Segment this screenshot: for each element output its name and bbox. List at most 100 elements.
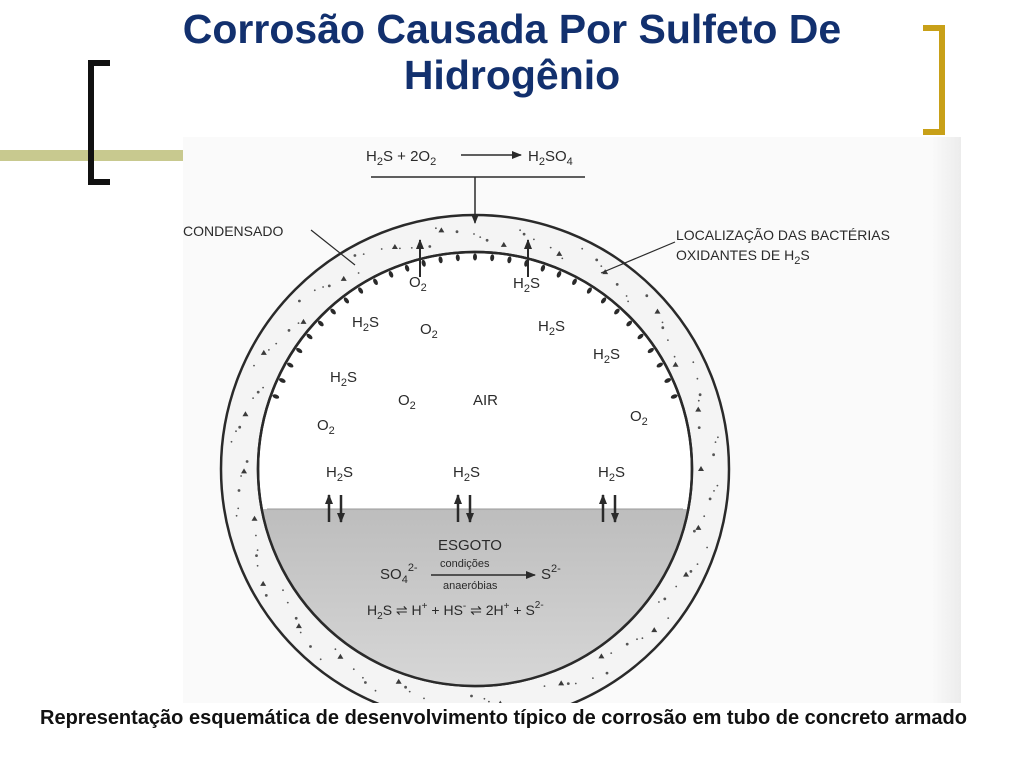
bacterium bbox=[421, 259, 426, 267]
gas-label-o2: O2 bbox=[398, 392, 416, 412]
slide-title-line2: Hidrogênio bbox=[403, 52, 621, 98]
aggregate-speck bbox=[404, 685, 407, 689]
aggregate-speck bbox=[230, 440, 233, 443]
gas-label-h2s: H2S bbox=[538, 318, 565, 338]
label-air: AIR bbox=[473, 392, 498, 409]
gas-label-o2: O2 bbox=[630, 408, 648, 428]
condensado-leader bbox=[310, 229, 356, 266]
aggregate-speck bbox=[353, 254, 357, 257]
aggregate-stone bbox=[698, 466, 704, 471]
bacterium bbox=[473, 253, 477, 261]
aggregate-speck bbox=[696, 377, 699, 380]
aggregate-speck bbox=[697, 426, 701, 429]
slide-caption: Representação esquemática de desenvolvim… bbox=[40, 707, 967, 729]
slide-title: Corrosão Causada Por Sulfeto De Hidrogên… bbox=[0, 6, 1024, 98]
aggregate-stone bbox=[241, 468, 248, 474]
aggregate-stone bbox=[260, 580, 267, 586]
aggregate-speck bbox=[592, 677, 594, 679]
aggregate-speck bbox=[716, 484, 719, 487]
aggregate-speck bbox=[275, 342, 278, 345]
aggregate-speck bbox=[519, 229, 521, 232]
aggregate-speck bbox=[256, 549, 259, 551]
aggregate-speck bbox=[658, 601, 660, 603]
sewer-pipe-diagram: H2S + 2O2 H2SO4 CONDENSADO LOCALIZAÇÃO D… bbox=[183, 148, 890, 703]
aggregate-speck bbox=[696, 563, 699, 565]
bacterium bbox=[373, 278, 378, 286]
aggregate-speck bbox=[581, 247, 584, 250]
aggregate-stone bbox=[337, 653, 344, 659]
aggregate-speck bbox=[600, 265, 603, 267]
aggregate-speck bbox=[408, 690, 411, 693]
bacterium bbox=[279, 378, 286, 383]
bacterium bbox=[626, 320, 633, 327]
aggregate-speck bbox=[294, 616, 298, 620]
aggregate-speck bbox=[574, 682, 577, 685]
aggregate-speck bbox=[380, 248, 383, 250]
aggregate-stone bbox=[598, 653, 605, 659]
label-condensado: CONDENSADO bbox=[183, 223, 283, 239]
aggregate-speck bbox=[322, 286, 324, 288]
aggregate-stone bbox=[672, 361, 679, 367]
bacterium bbox=[455, 254, 460, 262]
aggregate-speck bbox=[255, 534, 257, 537]
bacterium bbox=[600, 297, 607, 304]
aggregate-speck bbox=[697, 399, 700, 402]
aggregate-speck bbox=[235, 430, 237, 433]
aggregate-stone bbox=[295, 623, 302, 629]
aggregate-speck bbox=[245, 460, 249, 463]
bacterium bbox=[670, 394, 678, 399]
aggregate-speck bbox=[479, 236, 482, 238]
aggregate-speck bbox=[667, 339, 669, 341]
bacterium bbox=[306, 333, 313, 340]
aggregate-speck bbox=[667, 617, 670, 619]
aggregate-speck bbox=[334, 648, 337, 651]
aggregate-stone bbox=[340, 275, 347, 281]
bacterium bbox=[647, 347, 654, 354]
aggregate-speck bbox=[287, 329, 291, 332]
aggregate-speck bbox=[675, 585, 678, 588]
aggregate-speck bbox=[703, 515, 706, 518]
aggregate-stone bbox=[556, 250, 563, 256]
reaction-condition-line2: anaeróbias bbox=[443, 580, 498, 592]
aggregate-speck bbox=[641, 637, 644, 640]
aggregate-speck bbox=[610, 652, 613, 654]
aggregate-speck bbox=[698, 393, 702, 397]
bacterium bbox=[286, 362, 294, 368]
aggregate-speck bbox=[717, 436, 719, 439]
aggregate-speck bbox=[661, 321, 664, 324]
aggregate-speck bbox=[661, 326, 665, 330]
aggregate-stone bbox=[683, 571, 690, 577]
equilibrium-reaction: H2S ⇌ H+ + HS- ⇌ 2H+ + S2- bbox=[367, 600, 544, 622]
label-bacteria-line2: OXIDANTES DE H2S bbox=[676, 247, 810, 267]
gas-label-o2: O2 bbox=[420, 321, 438, 341]
aggregate-speck bbox=[252, 397, 254, 399]
bacterium bbox=[330, 308, 336, 315]
aggregate-speck bbox=[255, 554, 258, 557]
gas-label-h2s: H2S bbox=[330, 369, 357, 389]
bacterium bbox=[637, 333, 644, 340]
aggregate-speck bbox=[410, 247, 413, 249]
aggregate-speck bbox=[362, 676, 364, 679]
aggregate-speck bbox=[627, 300, 629, 303]
aggregate-speck bbox=[313, 289, 316, 292]
aggregate-speck bbox=[645, 294, 649, 298]
bacterium bbox=[317, 320, 324, 327]
aggregate-speck bbox=[319, 658, 322, 661]
left-bracket-decoration bbox=[88, 60, 110, 185]
aggregate-speck bbox=[561, 257, 564, 260]
aggregate-speck bbox=[399, 247, 401, 250]
aggregate-speck bbox=[625, 295, 628, 297]
aggregate-speck bbox=[297, 322, 300, 324]
aggregate-speck bbox=[533, 238, 535, 241]
aggregate-stone bbox=[654, 308, 661, 314]
concrete-aggregate bbox=[230, 227, 719, 703]
aggregate-speck bbox=[713, 490, 715, 492]
bacterium bbox=[572, 278, 577, 286]
aggregate-speck bbox=[673, 355, 676, 358]
aggregate-speck bbox=[299, 631, 302, 634]
aggregate-stone bbox=[300, 318, 307, 324]
aggregate-speck bbox=[595, 258, 599, 262]
top-reaction-right: H2SO4 bbox=[528, 148, 573, 168]
aggregate-speck bbox=[625, 642, 629, 646]
bacterium bbox=[358, 287, 364, 294]
